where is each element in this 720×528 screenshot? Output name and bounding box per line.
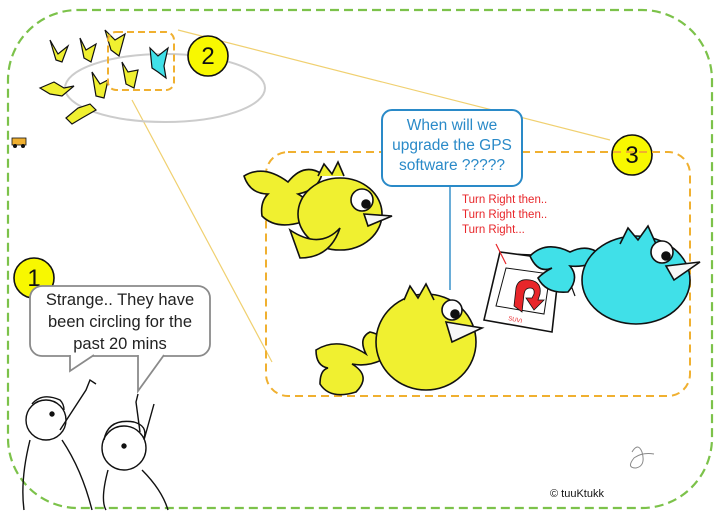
gps-instructions: Turn Right then.. Turn Right then.. Turn… <box>462 194 548 236</box>
watcher-bubble-tail <box>69 354 165 394</box>
svg-text:1: 1 <box>27 265 40 292</box>
number-circle-2: 2 <box>187 35 229 77</box>
zoom-lines <box>131 29 611 363</box>
yellow-bird-top <box>243 160 393 259</box>
gps-brand-label: SUVI <box>508 316 523 325</box>
yellow-bird-bottom <box>315 282 485 396</box>
number-circle-3: 3 <box>611 134 653 176</box>
blue-bird-highlight <box>107 31 175 91</box>
gps-device <box>483 251 576 333</box>
outer-frame <box>6 8 714 510</box>
watcher-speech-bubble <box>29 285 211 357</box>
gps-question-bubble <box>381 109 523 187</box>
artist-signature <box>630 446 655 469</box>
u-turn-arrow-icon <box>513 279 545 313</box>
gps-question-text: When will we upgrade the GPS software ??… <box>392 117 512 174</box>
copyright-label: © tuuKtukk <box>550 488 604 500</box>
instruction-pointer <box>495 243 507 265</box>
watchers <box>22 378 169 511</box>
blue-bird <box>529 224 701 325</box>
flock-blue-bird <box>149 46 169 80</box>
flock <box>38 29 139 125</box>
svg-text:3: 3 <box>625 142 638 169</box>
watcher-speech-text: Strange.. They have been circling for th… <box>45 291 195 353</box>
tiny-vehicle <box>11 137 27 148</box>
svg-text:2: 2 <box>201 43 214 70</box>
